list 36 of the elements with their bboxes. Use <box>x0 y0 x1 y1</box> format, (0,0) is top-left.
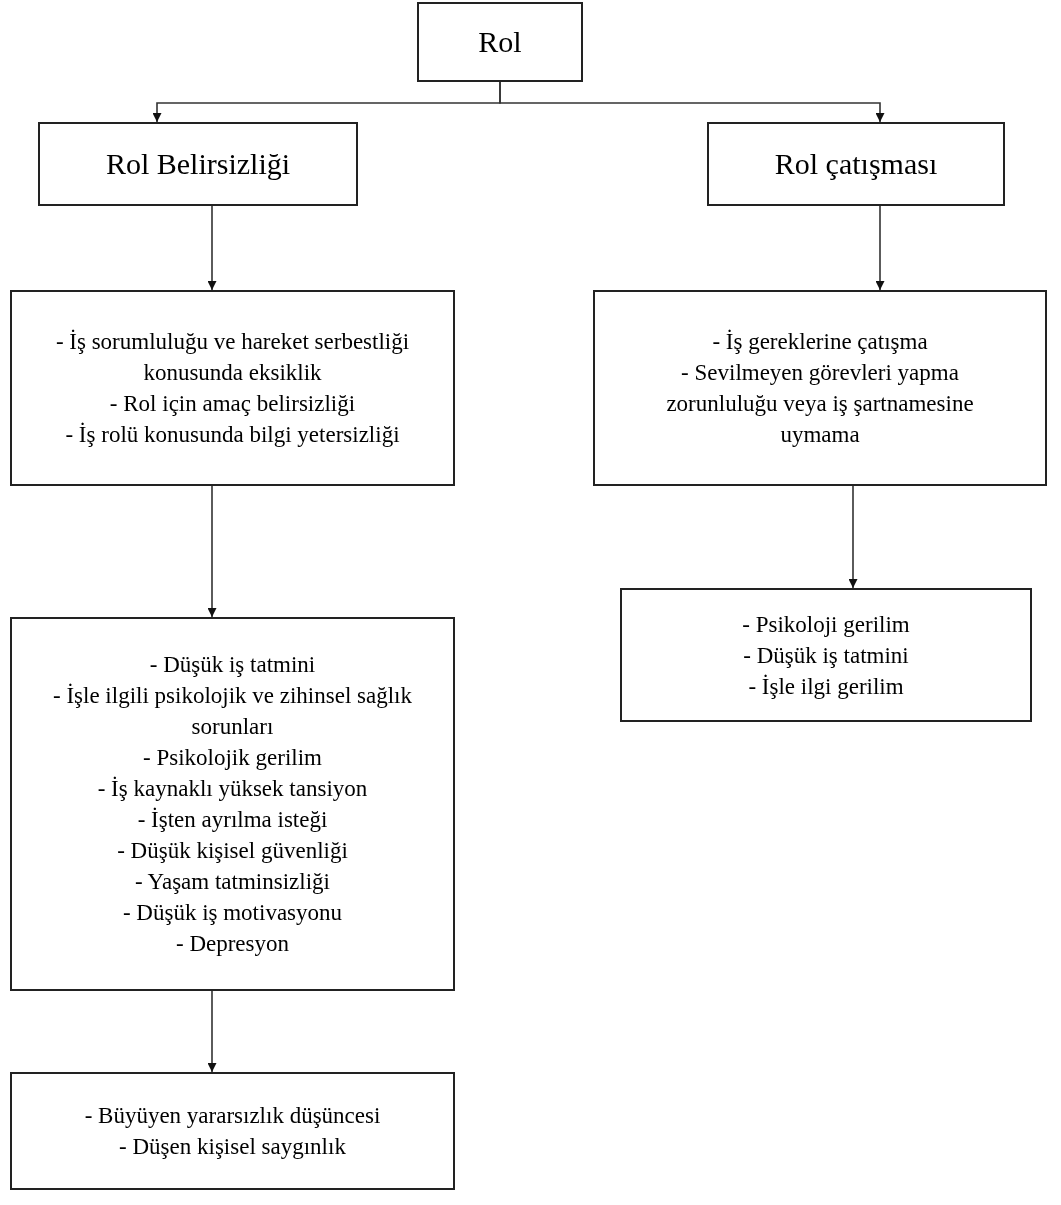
list-item: - İş kaynaklı yüksek tansiyon <box>97 775 368 803</box>
list-item: - İşten ayrılma isteği <box>137 806 328 834</box>
arrow <box>848 485 858 589</box>
process-box <box>417 2 583 82</box>
list-item: - Rol için amaç belirsizliği <box>109 390 356 418</box>
list-item: - Düşük iş motivasyonu <box>122 899 343 927</box>
process-box <box>38 122 358 206</box>
process-box <box>10 290 455 486</box>
list-item: - Yaşam tatminsizliği <box>135 868 330 896</box>
process-box <box>620 588 1032 722</box>
list-item: - Düşük iş tatmini <box>743 641 909 670</box>
arrow <box>207 485 217 618</box>
list-item: - İşle ilgili psikolojik ve zihinsel sağlık sorunları <box>52 682 413 741</box>
box-title: Rol Belirsizliği <box>105 146 291 182</box>
list-item: - İş sorumluluğu ve hareket serbestliği konusunda eksiklik <box>54 328 411 387</box>
arrow <box>207 990 217 1073</box>
list-item: - Sevilmeyen görevleri yapma zorunluluğu veya iş şartnamesine uymama <box>665 359 975 449</box>
box-title: Rol <box>478 24 522 60</box>
list-item: - Düşük iş tatmini <box>149 651 316 679</box>
arrow <box>207 205 217 291</box>
process-box <box>707 122 1005 206</box>
list-item: - Büyüyen yararsızlık düşüncesi <box>84 1102 381 1130</box>
box-title: Rol çatışması <box>774 146 938 182</box>
list-item: - Psikolojik gerilim <box>143 744 322 772</box>
arrow <box>499 81 885 123</box>
process-box <box>10 1072 455 1190</box>
list-item: - Depresyon <box>175 930 289 958</box>
list-item: - İş gereklerine çatışma <box>712 328 928 356</box>
arrow <box>875 205 885 291</box>
process-box <box>10 617 455 991</box>
list-item: - İş rolü konusunda bilgi yetersizliği <box>65 421 400 449</box>
list-item: - Düşük kişisel güvenliği <box>117 837 348 865</box>
list-item: - Düşen kişisel saygınlık <box>119 1133 346 1161</box>
list-item: - İşle ilgi gerilim <box>748 672 904 701</box>
process-box <box>593 290 1047 486</box>
list-item: - Psikoloji gerilim <box>742 610 910 639</box>
